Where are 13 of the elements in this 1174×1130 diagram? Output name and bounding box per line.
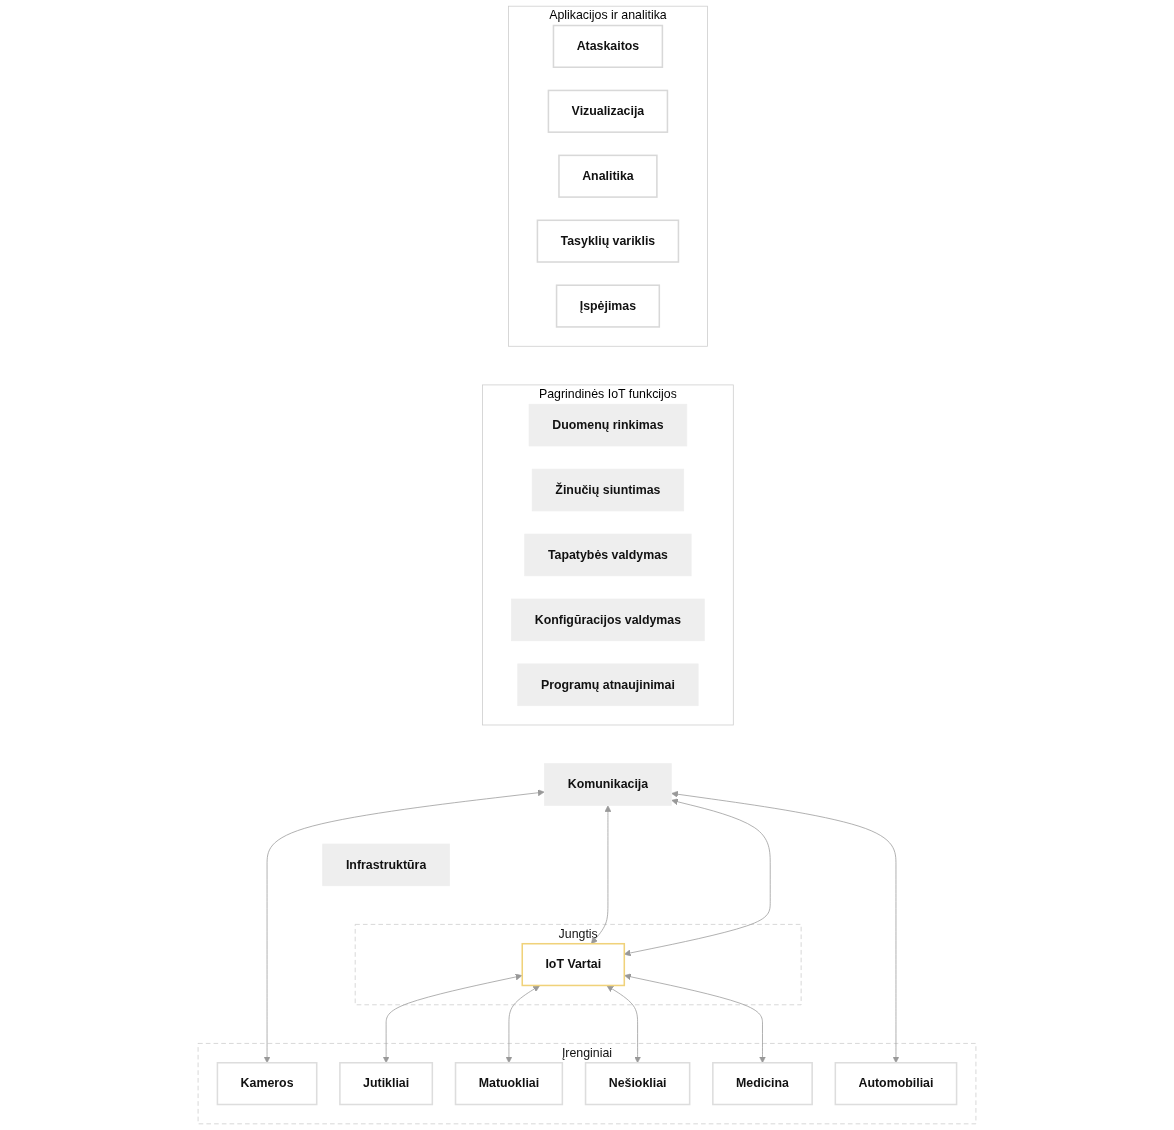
node-box: Jutikliai [339,1062,434,1106]
node-box: Automobiliai [834,1062,958,1106]
node-box: IoT Vartai [521,942,626,987]
node-box: Vizualizacija [547,89,669,133]
node-box: Ataskaitos [552,24,664,68]
node-box: Matuokliai [454,1062,564,1106]
node-box: Komunikacija [544,763,672,806]
node-box: Medicina [712,1062,813,1106]
node-box: Nešiokliai [584,1062,691,1106]
node-box: Įspėjimas [555,284,661,328]
node-box: Analitika [558,154,658,198]
node-box: Kameros [216,1062,318,1106]
node-box: Tasyklių variklis [536,219,680,263]
